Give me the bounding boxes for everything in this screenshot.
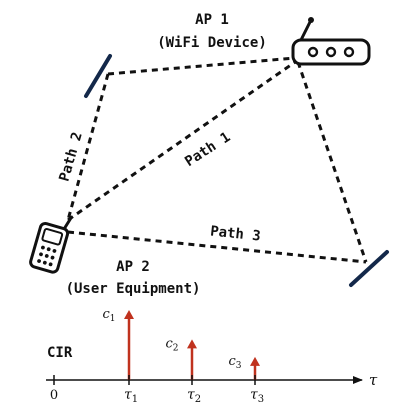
impulse-3-head	[250, 356, 260, 366]
mobile-phone-icon	[29, 215, 73, 274]
reflector-top-left	[84, 54, 112, 98]
cir-tap-1: c1 τ1	[102, 307, 138, 405]
reflector-bottom-right	[349, 250, 389, 287]
path-1-line	[67, 58, 299, 222]
ap1-subtitle: (WiFi Device)	[157, 35, 267, 51]
ap2-title: AP 2	[116, 259, 150, 275]
router-icon	[291, 17, 371, 66]
coef-1-label: c1	[102, 307, 115, 324]
ap1-title: AP 1	[195, 12, 229, 28]
path-3-segment-b	[296, 61, 368, 263]
impulse-1-head	[124, 310, 134, 319]
cir-origin-label: 0	[50, 388, 58, 403]
cir-taps: c1 τ1 c2 τ2 c3 τ3	[102, 307, 264, 405]
path-3-segment-a	[67, 230, 367, 264]
coef-2-label: c2	[165, 336, 178, 353]
cir-label: CIR	[47, 345, 73, 361]
path-3-label: Path 3	[209, 223, 261, 244]
cir-tap-3: c3 τ3	[228, 354, 264, 405]
ap2-subtitle: (User Equipment)	[66, 281, 201, 297]
delay-2-label: τ2	[187, 387, 201, 405]
path-2-segment-b	[107, 56, 296, 76]
path-2-segment-a	[66, 73, 110, 221]
delay-1-label: τ1	[124, 387, 138, 405]
cir-tap-2: c2 τ2	[165, 336, 201, 405]
impulse-2-head	[187, 339, 197, 349]
cir-axis-label: τ	[369, 371, 378, 389]
coef-3-label: c3	[228, 354, 241, 371]
delay-3-label: τ3	[250, 387, 264, 405]
